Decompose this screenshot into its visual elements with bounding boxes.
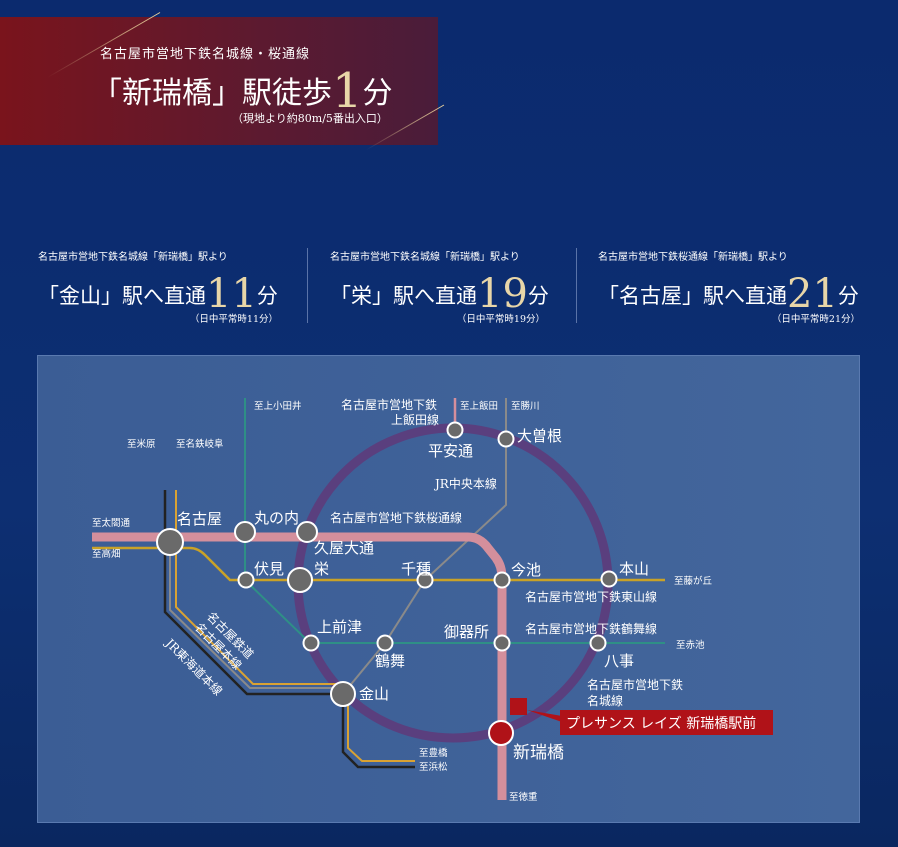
dir-gifu: 至名鉄岐阜 xyxy=(176,438,224,450)
station-imaike[interactable] xyxy=(493,571,511,589)
label-hisaya: 久屋大通 xyxy=(314,539,374,557)
station-ozone[interactable] xyxy=(497,430,515,448)
station-sakae[interactable] xyxy=(287,567,313,593)
access-unit: 分 xyxy=(527,284,549,308)
label-tsurumai: 名古屋市営地下鉄鶴舞線 xyxy=(525,621,657,636)
station-fushimi[interactable] xyxy=(237,571,255,589)
label-higashiyama: 名古屋市営地下鉄東山線 xyxy=(525,589,657,604)
access-main: 「金山」駅へ直通11分 xyxy=(38,271,278,317)
hero-title-text: 「新瑞橋」駅徒歩 xyxy=(92,76,332,111)
hero-banner: 名古屋市営地下鉄名城線・桜通線 「新瑞橋」駅徒歩1分 （現地より約80m/5番出… xyxy=(0,12,445,151)
property-marker[interactable] xyxy=(510,698,527,715)
label-sakae: 栄 xyxy=(314,560,329,578)
access-note: （日中平常時19分） xyxy=(456,314,545,325)
dir-kamiotai: 至上小田井 xyxy=(254,400,302,412)
station-kamimaezu[interactable] xyxy=(302,634,320,652)
label-meijo-2: 名城線 xyxy=(587,693,623,708)
dir-tokushige: 至徳重 xyxy=(509,791,538,803)
label-kamimaezu: 上前津 xyxy=(317,618,362,636)
label-kanayama: 金山 xyxy=(359,685,389,703)
station-marunouchi[interactable] xyxy=(234,521,256,543)
access-minutes: 21 xyxy=(787,271,838,317)
access-sakae: 名古屋市営地下鉄名城線「新瑞橋」駅より 「栄」駅へ直通19分 （日中平常時19分… xyxy=(330,248,549,326)
access-unit: 分 xyxy=(837,284,859,308)
label-heian: 平安通 xyxy=(428,442,473,460)
access-note: （日中平常時21分） xyxy=(771,314,860,325)
access-from: 名古屋市営地下鉄名城線「新瑞橋」駅より xyxy=(38,252,228,263)
label-ozone: 大曽根 xyxy=(517,427,562,445)
property-label-box xyxy=(560,710,773,735)
label-chikusa: 千種 xyxy=(401,560,431,578)
label-imaike: 今池 xyxy=(511,561,541,579)
dir-taikodori: 至太閤通 xyxy=(92,517,131,529)
station-motoyama[interactable] xyxy=(600,570,618,588)
dir-maibara: 至米原 xyxy=(127,438,156,450)
label-sakura: 名古屋市営地下鉄桜通線 xyxy=(330,510,462,525)
station-nagoya[interactable] xyxy=(156,528,184,556)
dir-fujigaoka: 至藤が丘 xyxy=(674,575,713,587)
jr-line xyxy=(169,545,343,689)
dir-kachigawa: 至勝川 xyxy=(511,400,540,412)
label-marunouchi: 丸の内 xyxy=(254,509,299,527)
dir-kamiiida: 至上飯田 xyxy=(460,400,498,412)
access-main: 「栄」駅へ直通19分 xyxy=(330,271,549,317)
access-dest: 「栄」駅へ直通 xyxy=(330,284,477,308)
station-kanayama[interactable] xyxy=(330,681,356,707)
access-dest: 「金山」駅へ直通 xyxy=(38,284,206,308)
access-dest: 「名古屋」駅へ直通 xyxy=(598,284,787,308)
station-yagoto[interactable] xyxy=(589,634,607,652)
access-nagoya: 名古屋市営地下鉄桜通線「新瑞橋」駅より 「名古屋」駅へ直通21分 （日中平常時2… xyxy=(598,248,860,326)
label-aratamabashi: 新瑞橋 xyxy=(513,743,564,763)
access-kanayama: 名古屋市営地下鉄名城線「新瑞橋」駅より 「金山」駅へ直通11分 （日中平常時11… xyxy=(38,248,278,326)
label-fushimi: 伏見 xyxy=(254,560,284,578)
access-from: 名古屋市営地下鉄名城線「新瑞橋」駅より xyxy=(330,252,520,263)
dir-hamamatsu: 至浜松 xyxy=(419,761,448,773)
label-meijo-1: 名古屋市営地下鉄 xyxy=(587,677,683,692)
dir-takabata: 至高畑 xyxy=(92,548,121,560)
station-gokiso[interactable] xyxy=(493,634,511,652)
station-heian-dori[interactable] xyxy=(446,421,464,439)
callout-pointer xyxy=(527,710,562,722)
station-aratamabashi[interactable] xyxy=(488,720,514,746)
divider xyxy=(307,248,308,323)
access-from: 名古屋市営地下鉄桜通線「新瑞橋」駅より xyxy=(598,252,788,263)
hero-note: （現地より約80m/5番出入口） xyxy=(232,112,388,125)
access-minutes: 19 xyxy=(477,271,528,317)
property-label[interactable]: プレサンス レイズ 新瑞橋駅前 xyxy=(566,715,756,732)
station-labels: 名古屋 丸の内 久屋大通 伏見 栄 千種 今池 本山 上前津 鶴舞 御器所 八事… xyxy=(177,427,649,763)
access-note: （日中平常時11分） xyxy=(189,314,278,325)
label-kamiiida-2: 上飯田線 xyxy=(391,412,439,427)
station-chikusa[interactable] xyxy=(416,571,434,589)
tsurumai-line xyxy=(244,398,665,644)
divider xyxy=(576,248,577,323)
hero-line: 名古屋市営地下鉄名城線・桜通線 xyxy=(100,47,311,62)
label-nagoya: 名古屋 xyxy=(177,510,222,528)
label-gokiso: 御器所 xyxy=(444,623,489,641)
dir-toyohashi: 至豊橋 xyxy=(419,747,448,759)
access-unit: 分 xyxy=(256,284,278,308)
label-kamiiida-1: 名古屋市営地下鉄 xyxy=(341,397,437,412)
hero-minutes: 1 xyxy=(332,63,363,119)
direction-labels: 至上小田井 至上飯田 至勝川 至米原 至名鉄岐阜 至太閤通 至高畑 至藤が丘 至… xyxy=(92,400,713,803)
label-yagoto: 八事 xyxy=(604,652,634,670)
higashiyama-line xyxy=(92,546,665,582)
hero-unit: 分 xyxy=(362,76,393,111)
access-main: 「名古屋」駅へ直通21分 xyxy=(598,271,860,317)
station-tsurumai[interactable] xyxy=(376,634,394,652)
access-minutes: 11 xyxy=(206,271,257,317)
hero-title: 「新瑞橋」駅徒歩1分 xyxy=(92,63,393,119)
label-jrchuo: JR中央本線 xyxy=(433,476,497,491)
label-motoyama: 本山 xyxy=(619,560,649,578)
label-tsurumai: 鶴舞 xyxy=(375,652,405,670)
dir-akaike: 至赤池 xyxy=(676,639,705,651)
station-hisaya-odori[interactable] xyxy=(296,521,318,543)
stations xyxy=(156,421,618,746)
